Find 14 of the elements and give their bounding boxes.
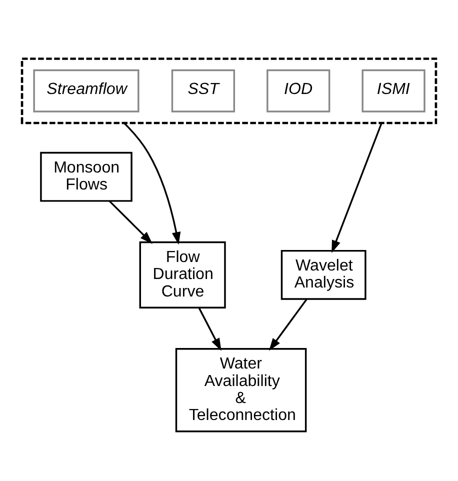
arrow <box>268 298 308 351</box>
node-box: Monsoon Flows <box>40 152 132 202</box>
arrow <box>198 307 222 351</box>
node-box: ISMI <box>362 69 426 112</box>
node-box: Flow Duration Curve <box>139 241 226 308</box>
node-box: SST <box>171 69 236 112</box>
cluster <box>20 58 438 124</box>
arrow <box>332 122 382 253</box>
arrow <box>123 122 181 245</box>
node-box: Water Availability & Teleconnection <box>175 348 307 432</box>
node-box: IOD <box>266 69 330 112</box>
node-box: Streamflow <box>33 69 140 112</box>
arrow <box>108 200 153 244</box>
node-box: Wavelet Analysis <box>280 250 366 300</box>
